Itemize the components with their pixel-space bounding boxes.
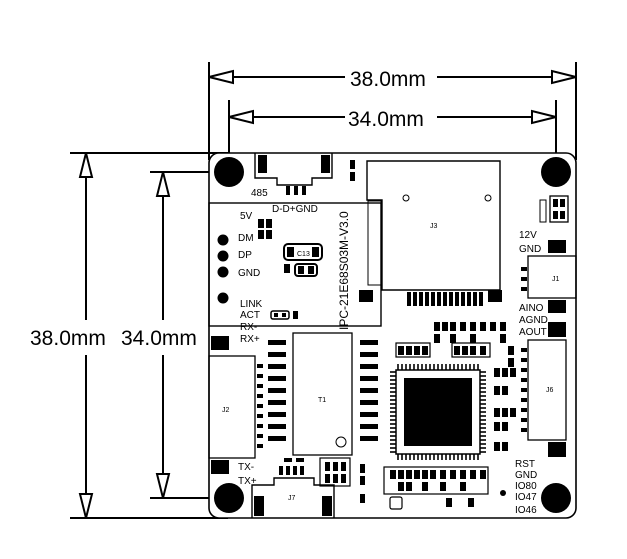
mount-hole-bl (214, 483, 244, 513)
dim-outer-height: 38.0mm (30, 327, 106, 350)
label-rx-plus: RX+ (240, 334, 260, 345)
label-rst: RST (515, 459, 535, 470)
label-io46: IO46 (515, 505, 537, 516)
label-io47: IO47 (515, 492, 537, 503)
label-j1: J1 (552, 276, 560, 283)
label-io80: IO80 (515, 481, 537, 492)
label-gnd-bottom: GND (515, 470, 537, 481)
label-12v: 12V (519, 230, 537, 241)
label-link: LINK (240, 299, 263, 310)
label-tx-plus: TX+ (238, 476, 257, 487)
connector-j6 (521, 322, 567, 457)
part-t1: T1 (318, 397, 326, 404)
mounting-holes (214, 157, 571, 513)
label-rx-minus: RX- (240, 322, 257, 333)
label-gnd-right: GND (519, 244, 541, 255)
dim-inner-width: 34.0mm (348, 108, 424, 131)
label-aino: AINO (519, 303, 544, 314)
label-485: 485 (251, 188, 268, 199)
mount-hole-br (541, 483, 571, 513)
passive-components (325, 322, 516, 507)
label-dp: DP (238, 250, 252, 261)
label-485-pins: D-D+GND (272, 204, 318, 215)
label-j3: J3 (430, 223, 438, 230)
label-5v: 5V (240, 211, 253, 222)
mount-hole-tl (214, 157, 244, 187)
transformer-t1 (268, 332, 378, 456)
dimension-lines (70, 62, 577, 519)
label-agnd: AGND (519, 315, 548, 326)
connector-j3 (359, 160, 502, 306)
passive-outlines (319, 342, 491, 510)
dim-outer-width: 38.0mm (350, 68, 426, 91)
label-j7: J7 (288, 495, 296, 502)
connector-485 (254, 153, 355, 195)
label-aout: AOUT (519, 327, 547, 338)
connector-j1 (521, 195, 577, 313)
mount-hole-tr (541, 157, 571, 187)
label-dm: DM (238, 233, 254, 244)
part-c13: C13 (297, 251, 310, 258)
label-tx-minus: TX- (238, 462, 254, 473)
board-model: IPC-21E68S03M-V3.0 (337, 211, 351, 330)
label-j2: J2 (222, 407, 230, 414)
connector-j2 (208, 336, 263, 474)
label-gnd-left: GND (238, 268, 260, 279)
label-j6: J6 (546, 387, 554, 394)
main-chip (390, 364, 486, 460)
label-act: ACT (240, 310, 260, 321)
connector-j7 (251, 458, 335, 518)
dim-inner-height: 34.0mm (121, 327, 197, 350)
